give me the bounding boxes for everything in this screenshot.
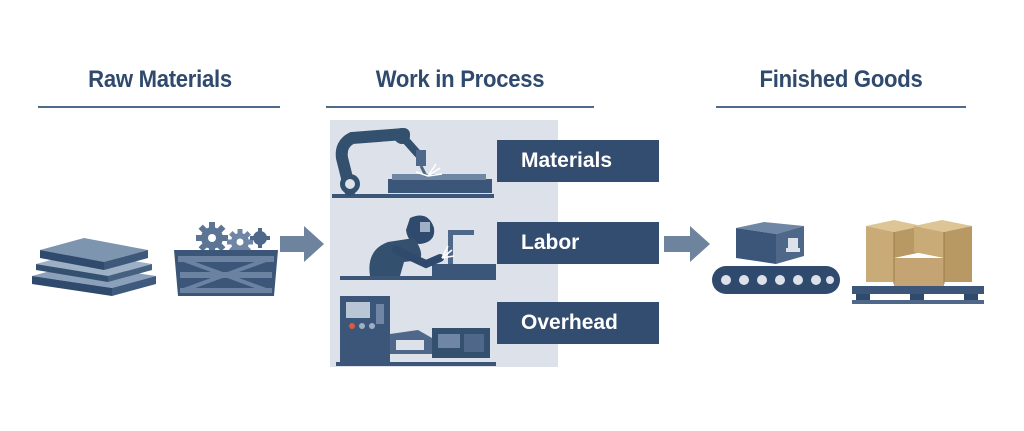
welder-icon bbox=[340, 215, 496, 280]
overhead-label: Overhead bbox=[497, 302, 659, 344]
finished-goods-underline bbox=[716, 106, 966, 108]
arrow-right-icon bbox=[664, 226, 710, 262]
conveyor-box-icon bbox=[712, 222, 840, 294]
raw-materials-underline bbox=[38, 106, 280, 108]
raw-materials-title: Raw Materials bbox=[88, 66, 232, 93]
stacked-plates-icon bbox=[32, 238, 156, 296]
pallet-boxes-icon bbox=[852, 220, 984, 304]
arrow-right-icon bbox=[280, 226, 324, 262]
welding-robot-icon bbox=[332, 128, 494, 198]
materials-label: Materials bbox=[497, 140, 659, 182]
work-in-process-underline bbox=[326, 106, 594, 108]
gear-crate-icon bbox=[174, 222, 278, 296]
cnc-machine-icon bbox=[336, 296, 496, 366]
work-in-process-title: Work in Process bbox=[375, 66, 545, 93]
labor-label: Labor bbox=[497, 222, 659, 264]
finished-goods-title: Finished Goods bbox=[759, 66, 923, 93]
